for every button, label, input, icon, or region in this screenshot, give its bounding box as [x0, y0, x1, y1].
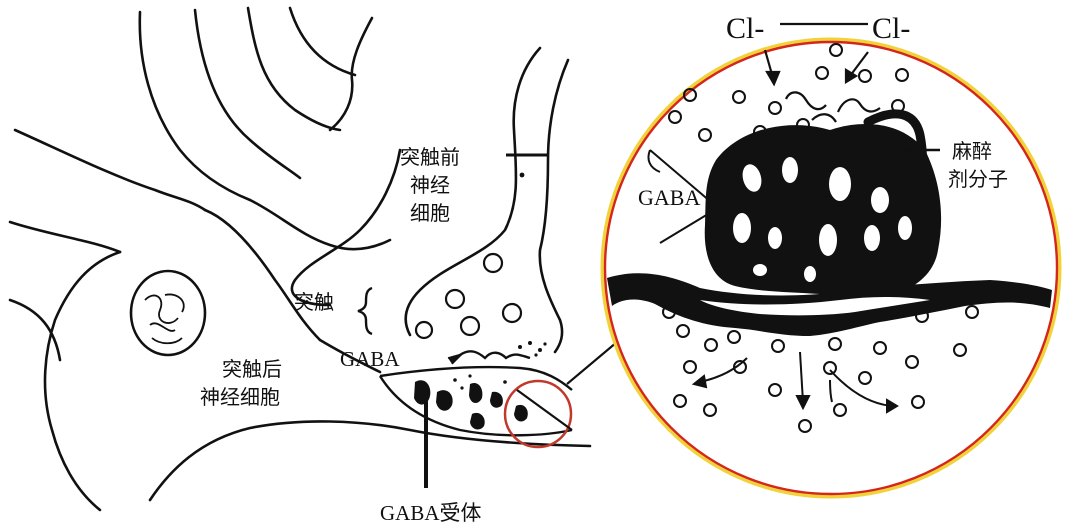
receptor-blob: [470, 412, 485, 430]
dendrite-line: [13, 128, 207, 212]
membrane-gap: [700, 297, 930, 316]
dendrite-line: [246, 6, 342, 132]
soma-outline: [43, 250, 122, 512]
postsynaptic-outline: [318, 338, 382, 374]
magnifier-outline: [603, 40, 1059, 496]
gaba-binding-wedge: [649, 149, 719, 244]
magnified-view: [600, 37, 1062, 499]
vesicle: [414, 320, 434, 340]
receptor-blob: [469, 382, 483, 404]
postsynaptic-label: 神经细胞: [200, 385, 280, 409]
vesicle: [459, 315, 481, 337]
synaptic-cleft: [378, 341, 573, 437]
dendrite-line: [288, 6, 357, 77]
gaba-label-zoom: GABA: [638, 185, 700, 210]
synaptic-vesicles: [414, 252, 523, 340]
presynaptic-outline: [538, 58, 570, 354]
presynaptic-label: 神经: [410, 173, 450, 197]
dendrite-line: [248, 198, 392, 251]
postsynaptic-density: [378, 375, 573, 437]
gaba-receptor-label: GABA受体: [380, 501, 482, 525]
vesicle: [501, 302, 523, 324]
dendrite-line: [8, 220, 122, 254]
postsynaptic-label: 突触后: [222, 357, 282, 381]
dendrite-line: [138, 10, 252, 202]
gaba-label-left: GABA: [340, 347, 400, 371]
presynaptic-pointer: [506, 153, 548, 178]
chloride-influx-arrows: [763, 49, 869, 87]
anesthetic-label: 麻醉: [952, 139, 992, 163]
synapse-brace: [357, 286, 373, 336]
receptor-loops: [784, 91, 881, 123]
vesicle: [482, 252, 504, 274]
neuron-drawing: [8, 6, 592, 512]
soma-outline: [203, 208, 322, 342]
channel-pores: [733, 157, 912, 282]
receptor-blob: [436, 390, 453, 411]
nucleus: [129, 269, 207, 357]
receptor-blob: [514, 404, 528, 422]
dendrite-line: [328, 16, 374, 132]
postsynaptic-outline: [148, 420, 592, 502]
anesthetic-molecule: [863, 109, 927, 210]
vesicle: [444, 288, 466, 310]
chloride-ions: [662, 43, 979, 433]
presynaptic-outline: [290, 148, 402, 307]
dendrite-line: [193, 8, 302, 180]
presynaptic-label: 突触前: [400, 145, 460, 169]
zoom-source-circle: [503, 379, 573, 449]
chloride-label-left: Cl-: [726, 12, 764, 45]
postsynaptic-membrane: [379, 365, 573, 391]
receptor-blob: [490, 391, 503, 408]
synapse-label: 突触: [294, 290, 334, 314]
chloride-efflux-arrows: [691, 351, 899, 414]
presynaptic-outline: [404, 46, 542, 337]
receptor-channel: [704, 124, 942, 296]
presynaptic-label: 细胞: [410, 201, 450, 225]
axon-line: [8, 298, 62, 362]
anesthetic-label: 剂分子: [948, 167, 1008, 191]
gaba-release-arrow: [447, 352, 465, 365]
chloride-label-right: Cl-: [872, 12, 910, 45]
